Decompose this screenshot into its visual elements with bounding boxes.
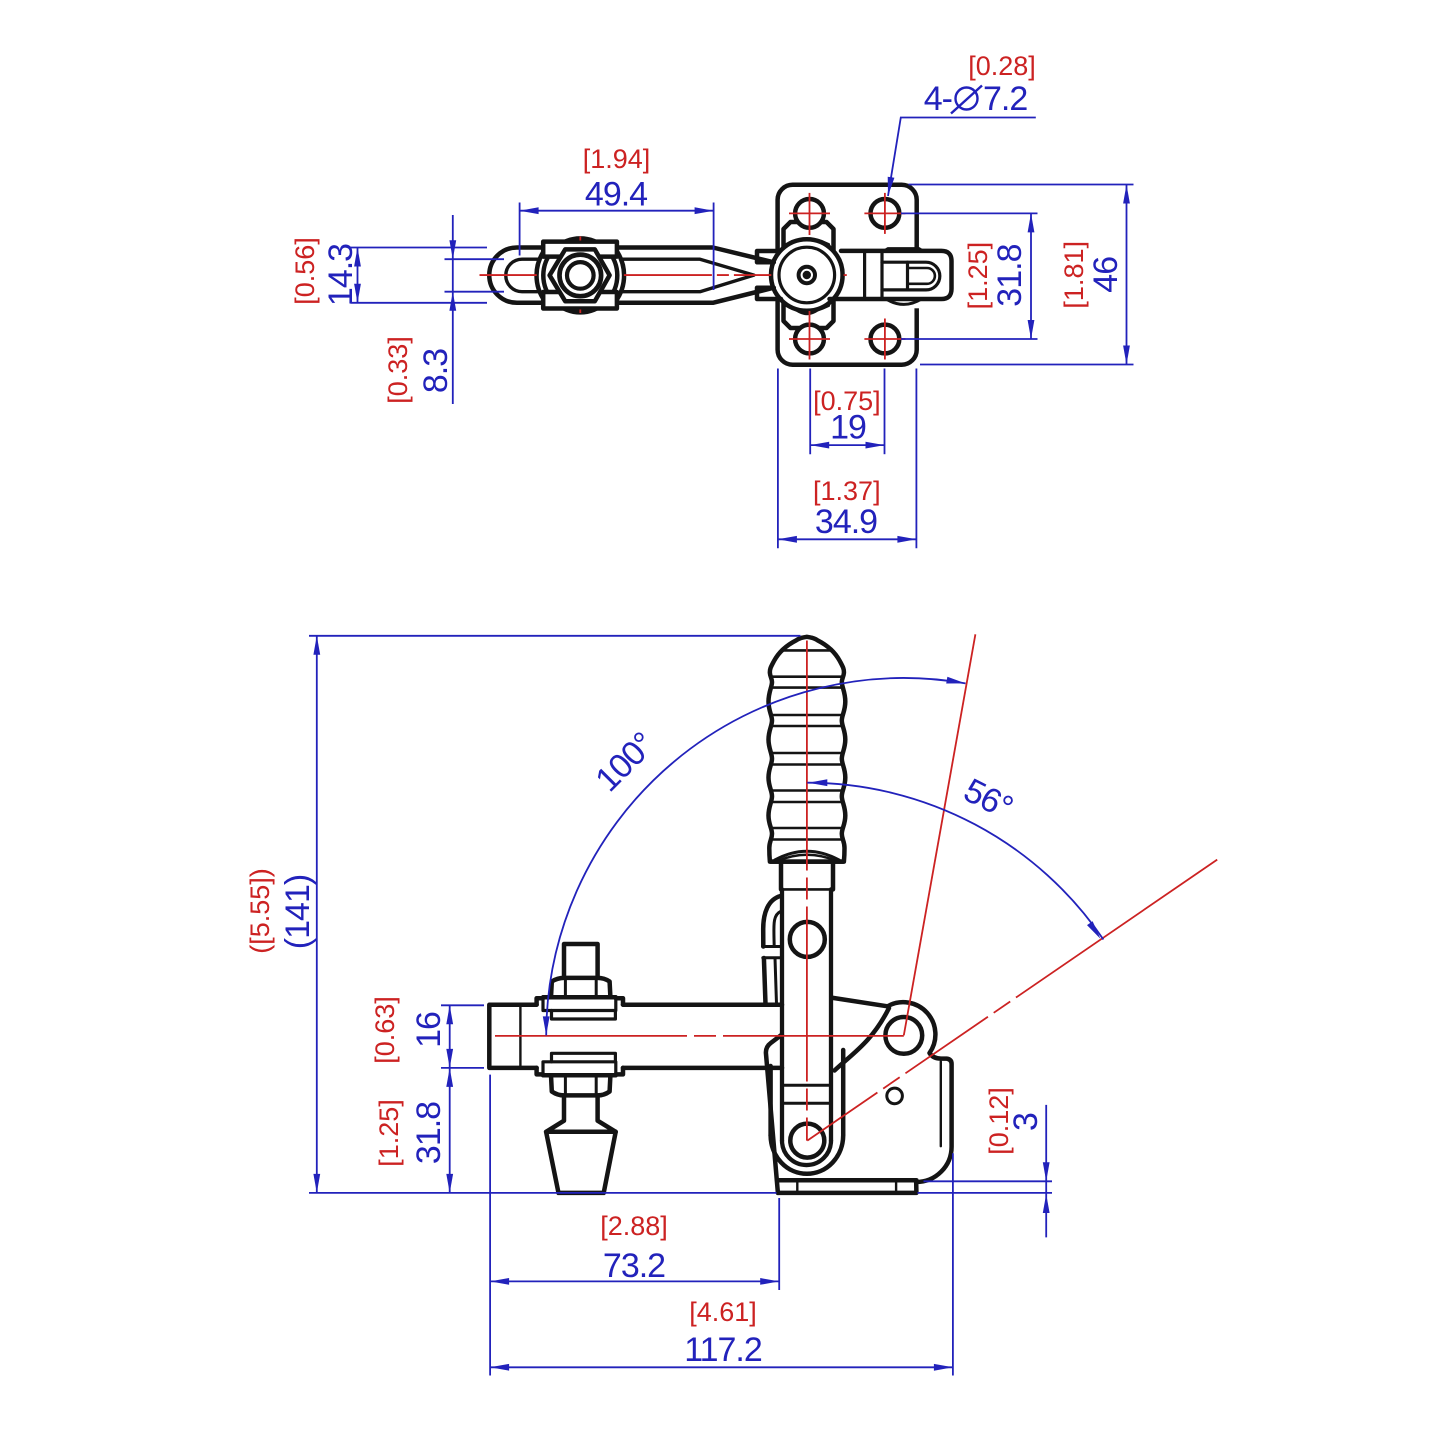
svg-text:4-: 4- <box>924 80 952 118</box>
svg-text:19: 19 <box>830 409 866 447</box>
svg-text:[2.88]: [2.88] <box>600 1211 668 1241</box>
svg-text:(141): (141) <box>279 875 317 949</box>
svg-text:7.2: 7.2 <box>983 80 1027 118</box>
svg-text:[1.81]: [1.81] <box>1059 241 1089 309</box>
svg-text:[0.33]: [0.33] <box>383 336 413 404</box>
svg-text:117.2: 117.2 <box>684 1331 762 1369</box>
svg-text:16: 16 <box>410 1012 448 1048</box>
svg-text:[0.12]: [0.12] <box>984 1087 1014 1155</box>
svg-text:[4.61]: [4.61] <box>689 1297 757 1327</box>
svg-text:8.3: 8.3 <box>417 349 455 393</box>
svg-text:[0.56]: [0.56] <box>290 237 320 305</box>
svg-text:46: 46 <box>1087 257 1125 293</box>
svg-text:31.8: 31.8 <box>991 244 1029 306</box>
svg-text:[1.94]: [1.94] <box>583 144 651 174</box>
svg-text:[1.25]: [1.25] <box>374 1099 404 1167</box>
svg-text:[1.25]: [1.25] <box>963 242 993 310</box>
svg-text:[0.75]: [0.75] <box>813 386 881 416</box>
svg-text:[1.37]: [1.37] <box>813 476 881 506</box>
svg-text:14.3: 14.3 <box>322 244 360 306</box>
svg-text:31.8: 31.8 <box>410 1102 448 1164</box>
svg-text:([5.55]): ([5.55]) <box>245 868 275 954</box>
svg-text:73.2: 73.2 <box>603 1247 665 1285</box>
svg-text:3: 3 <box>1007 1113 1045 1131</box>
svg-text:34.9: 34.9 <box>815 503 877 541</box>
svg-text:[0.63]: [0.63] <box>370 996 400 1064</box>
svg-text:49.4: 49.4 <box>585 176 647 214</box>
svg-text:[0.28]: [0.28] <box>968 51 1036 81</box>
